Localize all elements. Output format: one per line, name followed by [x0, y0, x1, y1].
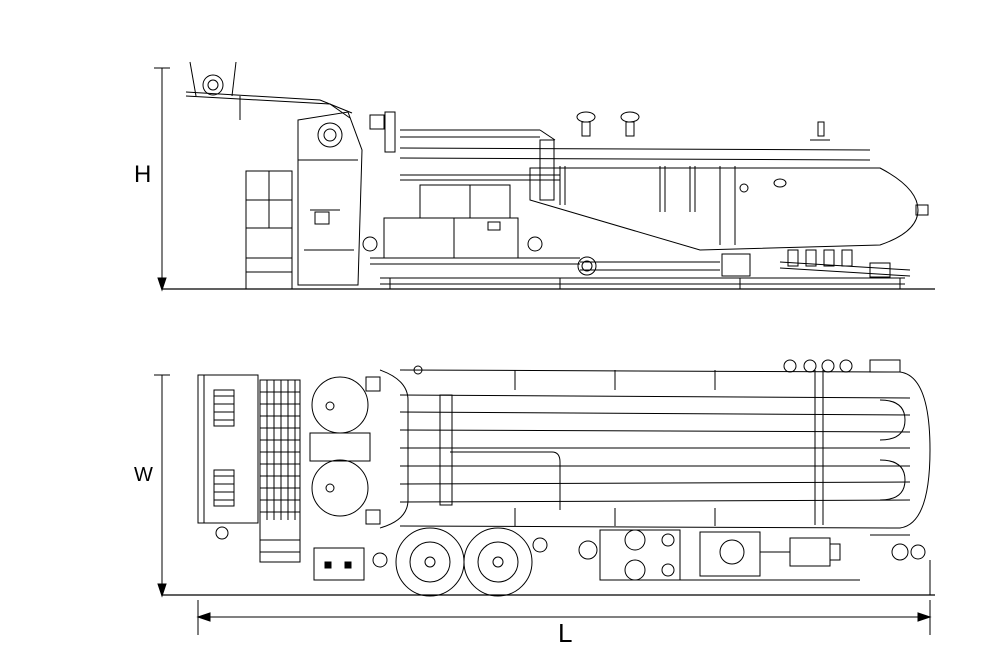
exhaust-fan: [186, 62, 352, 120]
side-view: [154, 62, 935, 290]
width-dimension: [154, 375, 170, 596]
lower-piping: [363, 237, 910, 277]
grating-walkway: [260, 380, 300, 562]
burner-housing: [298, 112, 362, 285]
boiler-shell: [530, 166, 928, 250]
length-dimension: [198, 600, 930, 635]
length-label: L: [558, 618, 573, 648]
top-valves: [370, 112, 830, 152]
burner-drums: [310, 370, 408, 528]
base-frame: [380, 278, 905, 289]
pump-row: [314, 528, 925, 596]
service-ladder: [246, 171, 292, 289]
width-label: W: [134, 464, 153, 486]
height-dimension: [154, 68, 170, 290]
tube-bundles: [400, 370, 930, 528]
steam-header: [400, 130, 870, 200]
height-label: H: [134, 161, 152, 188]
control-cabinets: [384, 185, 518, 258]
top-view: [154, 360, 935, 596]
burner-deck: [198, 375, 258, 539]
plan-valves: [414, 360, 900, 374]
